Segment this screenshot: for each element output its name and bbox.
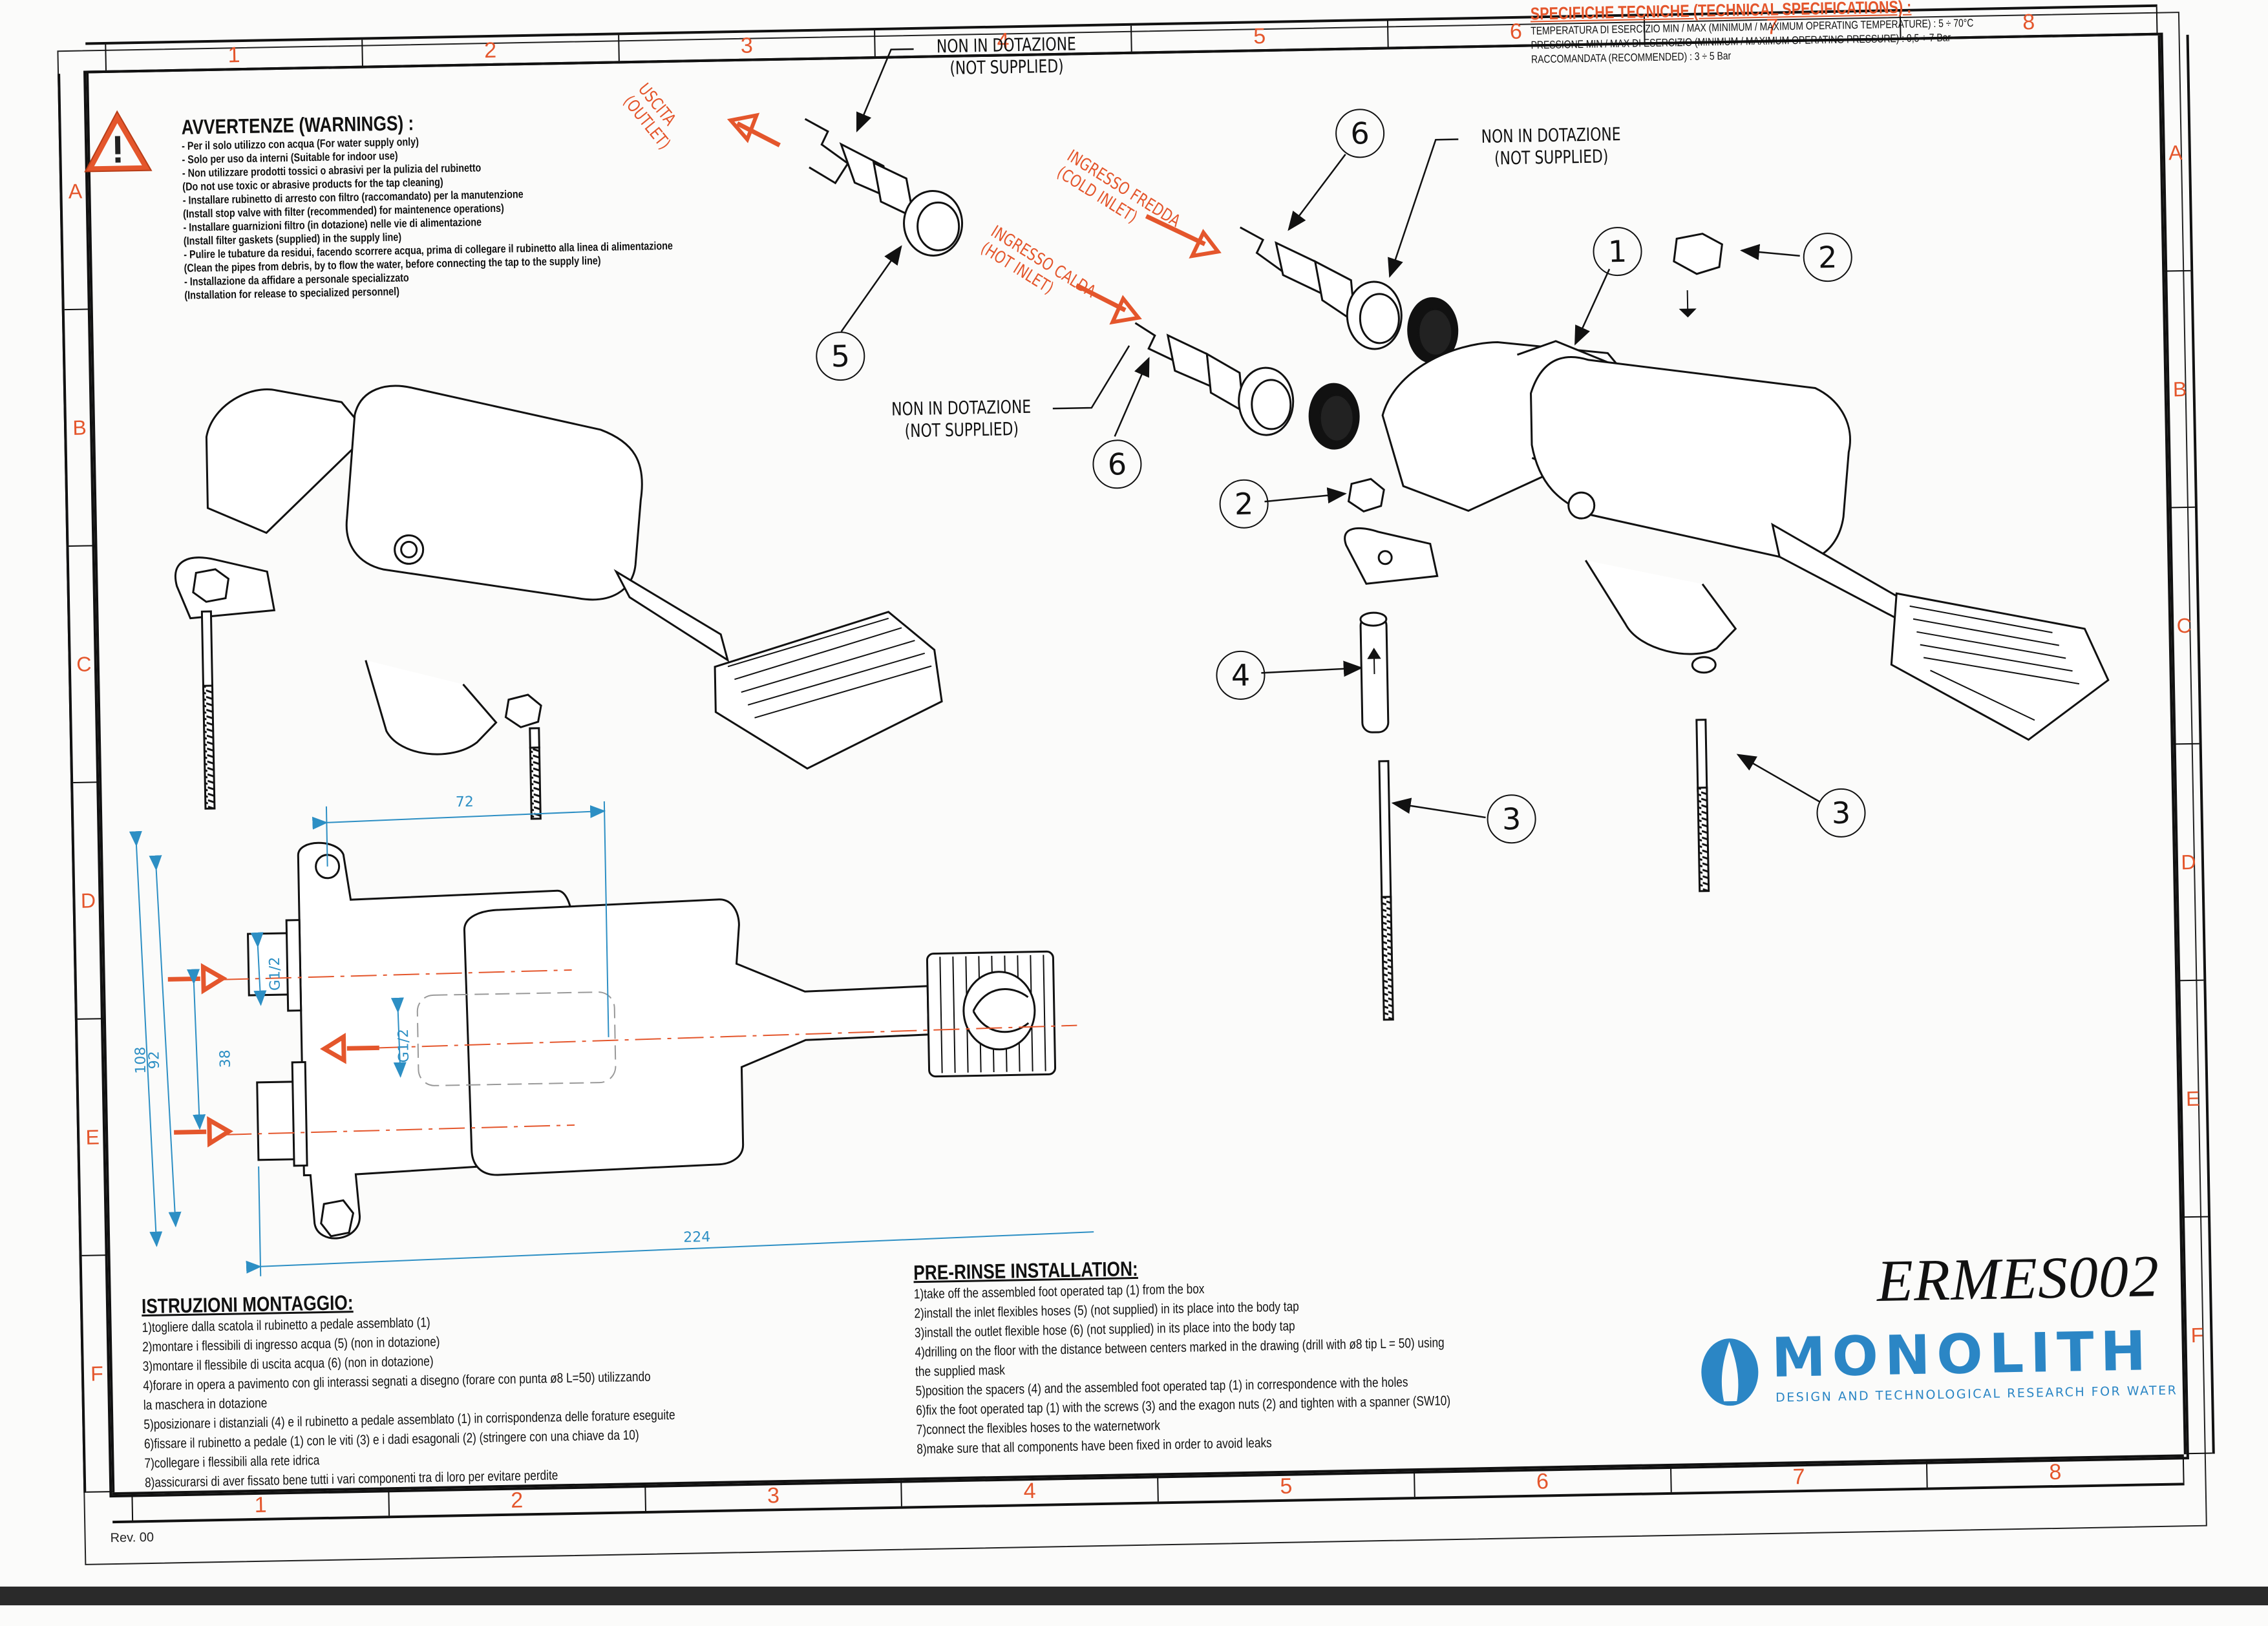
hot-inlet-hose-fitting	[1134, 322, 1360, 450]
dim-92: 92	[146, 1051, 163, 1070]
installation-block: PRE-RINSE INSTALLATION: 1)take off the a…	[913, 1249, 1569, 1459]
flow-arrows	[726, 112, 1222, 325]
dim-224: 224	[683, 1229, 711, 1246]
outlet-hose-fitting	[804, 118, 964, 257]
dimension-lines	[129, 801, 1094, 1276]
exploded-tap-body	[1344, 233, 2110, 741]
dim-inlet-thread: G1/2	[266, 956, 284, 991]
warning-triangle-icon	[84, 110, 153, 173]
monolith-drop-logo-icon	[1701, 1338, 1759, 1406]
leader-lines	[840, 48, 1820, 819]
revision-label: Rev. 00	[110, 1530, 154, 1546]
assembled-tap-isometric	[175, 385, 943, 820]
cold-inlet-hose-fitting	[1240, 226, 1459, 364]
dim-outlet-thread: G1/2	[395, 1028, 412, 1063]
istruzioni-block: ISTRUZIONI MONTAGGIO: 1)togliere dalla s…	[142, 1283, 793, 1493]
brand-name: MONOLITH	[1771, 1319, 2153, 1389]
installation-list: 1)take off the assembled foot operated t…	[914, 1273, 1569, 1459]
dim-72: 72	[455, 794, 474, 811]
product-code: ERMES002	[1876, 1242, 2160, 1314]
centre-lines	[222, 969, 1077, 1135]
dim-38: 38	[217, 1050, 234, 1068]
istruzioni-list: 1)togliere dalla scatola il rubinetto a …	[142, 1307, 793, 1493]
scanner-edge	[0, 1587, 2268, 1605]
spacer-and-screws	[1359, 611, 1710, 1021]
plan-view	[247, 841, 1057, 1240]
